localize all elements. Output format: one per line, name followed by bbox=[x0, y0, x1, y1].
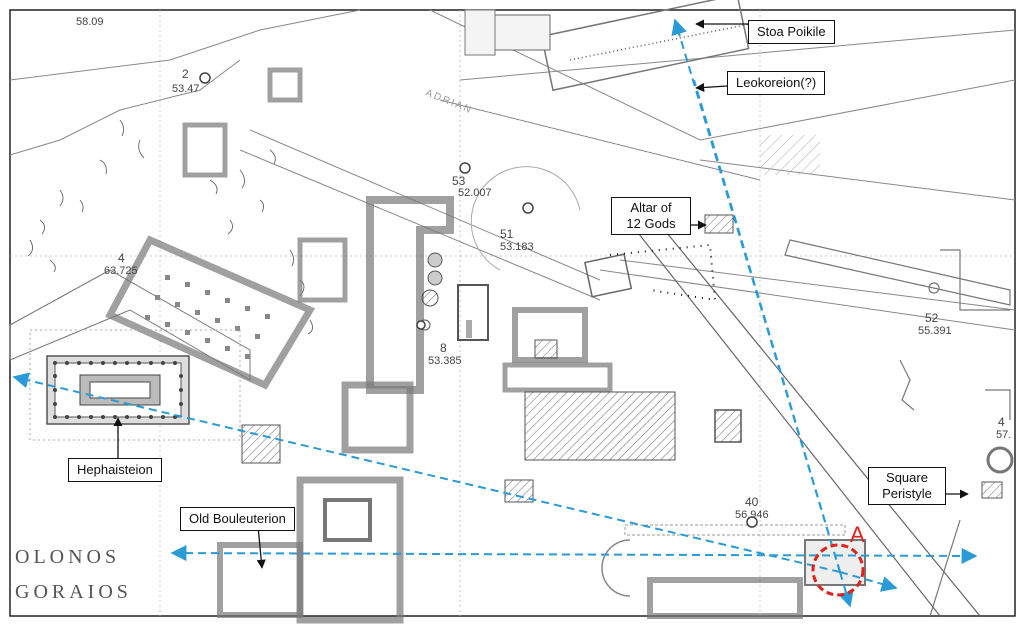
square-peristyle-line2: Peristyle bbox=[882, 486, 932, 501]
elevation-labels: 58.09 2 53.47 53 52.007 51 53.183 4 63.7… bbox=[76, 16, 1011, 521]
altar-label-line2: 12 Gods bbox=[626, 216, 676, 231]
callout-old-bouleuterion: Old Bouleuterion bbox=[180, 507, 295, 531]
elev-52-007: 52.007 bbox=[458, 187, 492, 199]
kolonos-label-1: OLONOS bbox=[15, 546, 120, 568]
old-bouleuterion-label: Old Bouleuterion bbox=[189, 511, 286, 526]
temple-of-apollo bbox=[105, 235, 316, 390]
elev-63-725: 63.725 bbox=[104, 265, 138, 277]
sightline-southeast bbox=[839, 571, 898, 592]
elev-56-946: 56.946 bbox=[735, 509, 769, 521]
point-num-4: 4 bbox=[118, 251, 125, 265]
sightlines bbox=[12, 18, 978, 608]
leader-arrows bbox=[113, 19, 969, 569]
hephaisteion-label: Hephaisteion bbox=[77, 462, 153, 477]
square-peristyle-line1: Square bbox=[886, 470, 928, 485]
altar-label-line1: Altar of bbox=[630, 200, 672, 215]
survey-points bbox=[199, 72, 758, 528]
point-num-51: 51 bbox=[500, 227, 514, 241]
nw-buildings bbox=[182, 67, 348, 303]
callout-altar-12-gods: Altar of 12 Gods bbox=[611, 197, 691, 235]
point-num-2: 2 bbox=[182, 67, 189, 81]
point-num-53: 53 bbox=[452, 174, 466, 188]
stoa-poikile-label: Stoa Poikile bbox=[757, 24, 826, 39]
elev-55-391: 55.391 bbox=[918, 325, 952, 337]
sightline-west bbox=[12, 372, 841, 573]
central-complex bbox=[217, 196, 489, 624]
street-label: ADRIAN bbox=[424, 88, 474, 117]
callout-stoa-poikile: Stoa Poikile bbox=[748, 20, 835, 44]
stoa-poikile-plan bbox=[464, 0, 761, 92]
east-structures bbox=[784, 239, 1014, 617]
point-num-40: 40 bbox=[745, 495, 759, 509]
point-a-circle bbox=[811, 543, 865, 597]
point-num-52: 52 bbox=[925, 311, 939, 325]
callout-square-peristyle: Square Peristyle bbox=[868, 467, 946, 505]
elev-53-183: 53.183 bbox=[500, 241, 534, 253]
grid-lines bbox=[10, 10, 1015, 616]
roads bbox=[9, 9, 1016, 331]
hephaisteion-plan bbox=[29, 329, 241, 441]
elev-58-09: 58.09 bbox=[76, 16, 104, 28]
map-frame bbox=[9, 9, 1016, 617]
callout-leokoreion: Leokoreion(?) bbox=[727, 71, 826, 95]
sightline-leokoreion bbox=[693, 79, 841, 573]
terrain-sketch bbox=[27, 119, 313, 335]
point-num-8: 8 bbox=[440, 341, 447, 355]
sightline-east-west bbox=[170, 545, 978, 564]
elev-53-385: 53.385 bbox=[428, 355, 462, 367]
callout-hephaisteion: Hephaisteion bbox=[68, 458, 162, 482]
east-buildings bbox=[502, 135, 1003, 503]
sightline-south bbox=[838, 571, 854, 608]
south-stoa bbox=[601, 524, 866, 619]
point-num-4b: 4 bbox=[998, 415, 1005, 429]
elev-53-47: 53.47 bbox=[172, 83, 200, 95]
point-a-label: A bbox=[850, 522, 865, 547]
elev-57: 57. bbox=[996, 429, 1011, 441]
leokoreion-label: Leokoreion(?) bbox=[736, 75, 817, 90]
kolonos-label-2: GORAIOS bbox=[15, 581, 132, 603]
